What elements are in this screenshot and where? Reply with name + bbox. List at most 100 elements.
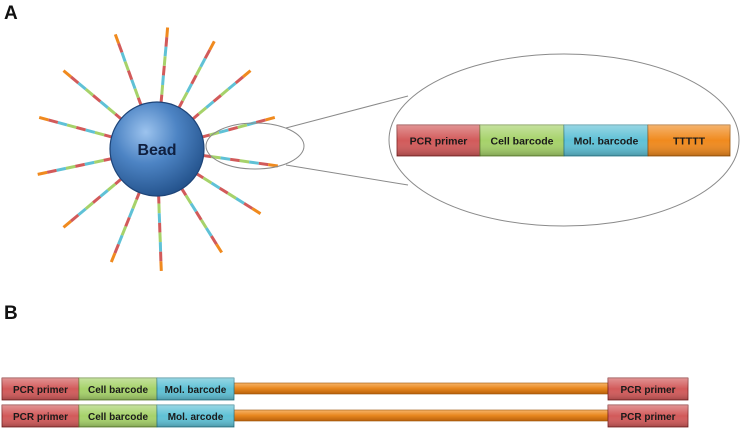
oligo-strand-13-part-2 — [130, 79, 137, 90]
oligo-strand-0-part-5 — [163, 46, 168, 57]
oligo-strand-10-part-4 — [65, 164, 76, 170]
row2-segment-end-pcr-primer: PCR primer — [607, 404, 689, 428]
oligo-strand-6-part-1 — [184, 194, 193, 205]
row2-segment-pcr-primer-label: PCR primer — [13, 412, 68, 423]
oligo-strand-1-part-4 — [194, 66, 203, 77]
row1-insert — [233, 382, 609, 395]
oligo-strand-0-part-4 — [162, 56, 167, 66]
oligo-strand-1-part-5 — [199, 57, 207, 68]
row1-segment-cell-barcode-shade — [79, 378, 157, 400]
row1-segment-pcr-primer-shade — [2, 378, 79, 400]
oligo-strand-3-part-7 — [265, 115, 276, 122]
oligo-segment-mol-barcode: Mol. barcode — [563, 124, 649, 157]
row2-segment-mol-barcode: Mol. arcode — [156, 404, 235, 428]
oligo-strand-11-part-5 — [57, 120, 68, 127]
library-molecule-1: PCR primer Cell barcode Mol. barcode PCR… — [1, 377, 689, 401]
oligo-strand-11-part-3 — [75, 125, 86, 132]
oligo-strand-12-part-6 — [69, 75, 80, 85]
oligo-strand-3-part-4 — [237, 123, 248, 129]
row2-segment-end-pcr-primer-shade — [608, 405, 688, 427]
oligo-strand-0-part-2 — [161, 75, 165, 86]
oligo-strand-4-part-7 — [268, 163, 279, 168]
oligo-segment-polyt-label: TTTTT — [673, 136, 706, 148]
oligo-strand-9-part-3 — [92, 195, 102, 204]
oligo-strand-5-part-2 — [210, 181, 221, 190]
row2-segment-pcr-primer: PCR primer — [1, 404, 80, 428]
row2-segment-cell-barcode: Cell barcode — [78, 404, 158, 428]
panel-a-label: A — [4, 3, 18, 24]
oligo-segment-polyt-shade — [648, 125, 730, 156]
row2-segment-end-pcr-primer-label: PCR primer — [620, 412, 675, 423]
oligo-strand-13-part-3 — [126, 69, 134, 81]
oligo-segment-mol-barcode-label: Mol. barcode — [574, 136, 639, 148]
row2-segment-mol-barcode-label: Mol. arcode — [168, 412, 224, 423]
oligo-strand-8-part-7 — [109, 252, 117, 263]
oligo-strand-0-part-3 — [161, 65, 166, 76]
oligo-strand-11-part-2 — [85, 128, 96, 134]
oligo-strand-2-part-7 — [242, 69, 252, 78]
oligo-strand-9-part-2 — [99, 189, 109, 198]
oligo-strand-0-part-6 — [164, 36, 169, 47]
oligo-segment-polyt: TTTTT — [647, 124, 731, 157]
oligo-strand-8-part-3 — [124, 216, 131, 227]
panel-b-label: B — [4, 303, 18, 324]
oligo-strand-2-part-6 — [234, 75, 245, 85]
oligo-strand-4-part-2 — [220, 156, 231, 161]
bead-label: Bead — [137, 142, 176, 159]
row1-segment-mol-barcode-label: Mol. barcode — [165, 385, 227, 396]
oligo-strand-11-part-7 — [38, 115, 49, 122]
oligo-strand-2-part-2 — [205, 100, 215, 109]
oligo-strand-3-part-6 — [255, 118, 266, 124]
oligo-strand-12-part-5 — [77, 81, 87, 91]
oligo-strand-13-part-7 — [113, 33, 121, 44]
row2-segment-cell-barcode-shade — [79, 405, 157, 427]
oligo-strand-6-part-7 — [215, 243, 223, 254]
oligo-structure: PCR primer Cell barcode Mol. barcode TTT… — [396, 124, 731, 157]
oligo-strand-2-part-3 — [212, 94, 222, 103]
oligo-strand-5-part-7 — [251, 207, 262, 215]
oligo-strand-10-part-7 — [37, 170, 48, 176]
row2-segment-cell-barcode-label: Cell barcode — [88, 412, 148, 423]
oligo-segment-pcr-primer-shade — [397, 125, 480, 156]
bead-oligo-strands — [37, 27, 279, 271]
oligo-strand-10-part-5 — [56, 166, 67, 172]
row1-segment-pcr-primer: PCR primer — [1, 377, 80, 401]
oligo-strand-12-part-4 — [84, 87, 94, 97]
oligo-strand-10-part-6 — [46, 168, 57, 174]
oligo-strand-10-part-1 — [93, 158, 104, 164]
oligo-strand-2-part-1 — [197, 106, 208, 116]
oligo-strand-13-part-1 — [133, 88, 140, 99]
row1-segment-end-pcr-primer-shade — [608, 378, 688, 400]
oligo-strand-8-part-5 — [117, 234, 124, 245]
oligo-strand-9-part-5 — [77, 207, 87, 217]
row1-segment-mol-barcode-shade — [157, 378, 234, 400]
oligo-strand-4-part-6 — [258, 161, 269, 167]
row1-segment-cell-barcode-label: Cell barcode — [88, 385, 148, 396]
oligo-strand-3-part-2 — [218, 128, 229, 134]
oligo-strand-9-part-1 — [106, 182, 117, 192]
oligo-strand-5-part-4 — [227, 191, 237, 200]
zoom-source-ellipse — [205, 122, 305, 170]
oligo-strand-5-part-1 — [202, 176, 213, 185]
oligo-strand-6-part-5 — [205, 227, 213, 237]
oligo-strand-1-part-1 — [181, 91, 189, 102]
oligo-strand-8-part-1 — [131, 199, 138, 210]
oligo-strand-5-part-5 — [235, 197, 245, 205]
oligo-segment-cell-barcode-label: Cell barcode — [490, 136, 553, 148]
oligo-strand-1-part-2 — [185, 83, 194, 94]
oligo-strand-13-part-4 — [123, 60, 130, 72]
oligo-strand-12-part-2 — [99, 100, 109, 109]
oligo-strand-9-part-7 — [62, 220, 72, 229]
oligo-strand-1-part-7 — [208, 40, 216, 51]
oligo-strand-0-part-7 — [165, 27, 170, 38]
oligo-strand-6-part-4 — [199, 219, 208, 229]
oligo-strand-12-part-3 — [92, 94, 102, 103]
row2-insert — [233, 409, 609, 422]
row1-segment-end-pcr-primer: PCR primer — [607, 377, 689, 401]
oligo-strand-6-part-2 — [189, 202, 198, 213]
oligo-strand-4-part-1 — [210, 155, 221, 160]
oligo-strand-2-part-4 — [220, 87, 230, 97]
oligo-segment-pcr-primer: PCR primer — [396, 124, 481, 157]
oligo-strand-4-part-3 — [229, 157, 240, 163]
oligo-strand-8-part-6 — [113, 243, 120, 254]
